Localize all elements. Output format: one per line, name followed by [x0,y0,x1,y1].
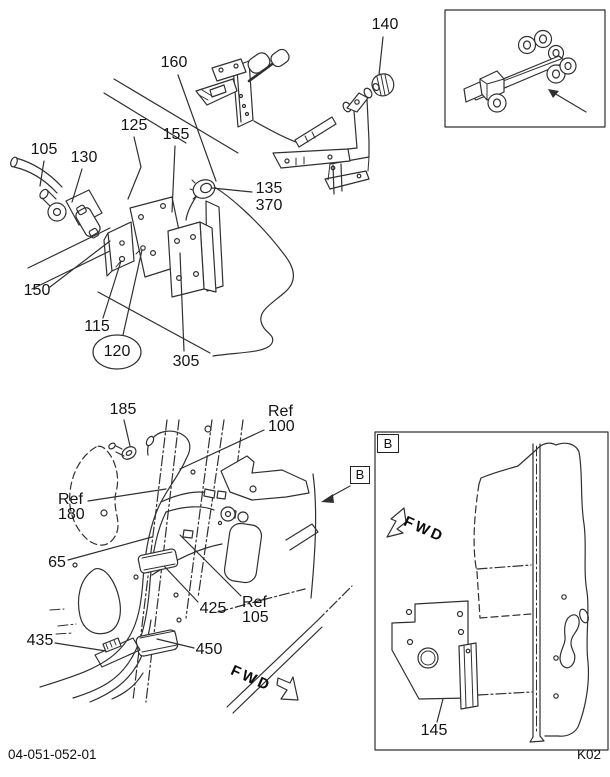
pedal-bracket-assembly [195,48,290,128]
detail-b-inset [374,431,609,751]
grommet-135 [189,179,216,200]
part-label-160: 160 [160,54,188,71]
detail-b-callout-arrow [321,485,351,503]
part-label-115: 115 [84,318,110,335]
highlight-circle-120 [92,334,142,370]
firewall-outline [185,180,294,357]
fwd-arrow-icon [276,676,299,701]
page-code: K02 [577,747,602,762]
part-label-120: 120 [103,343,131,360]
background-panel-lines [27,78,239,354]
pillar-panel [473,442,590,743]
locator-arrow-icon [548,89,587,113]
part-label-105: 105 [30,141,58,158]
front-bracket-block [167,221,217,298]
part-label-ref-105: Ref 105 [242,594,269,626]
clip-435 [94,637,141,668]
rod-and-grommet-140 [253,73,395,148]
bracket-145 [391,600,533,723]
leader-lines-bottom [54,419,265,652]
part-label-130: 130 [70,149,98,166]
leader-lines-top [39,36,384,352]
hose-harness [39,430,237,703]
detail-b-callout-marker: B [350,466,370,484]
detail-b-inset-marker: B [377,434,399,453]
drawing-number: 04-051-052-01 [8,747,97,762]
fwd-arrow-icon [386,507,407,538]
upper-rail [272,148,351,195]
ref-number: 100 [268,418,295,435]
part-label-435: 435 [26,632,54,649]
part-label-145: 145 [420,722,448,739]
part-label-450: 450 [195,641,223,658]
part-label-ref-100: Ref 100 [268,403,295,435]
ref-number: 105 [242,609,269,626]
part-label-155: 155 [162,126,190,143]
ref-word: Ref [242,594,267,611]
part-label-ref-180: Ref 180 [58,491,85,523]
panel-cutouts [49,425,223,635]
cable-switch-assembly [10,156,103,239]
ref-number: 180 [58,506,85,523]
part-label-140: 140 [371,16,399,33]
push-pin-185 [108,442,137,460]
support-bracket [324,92,370,190]
part-label-135: 135 [255,180,283,197]
top-exploded-diagram [10,36,395,370]
bottom-harness-diagram [39,419,353,714]
valve-bracket-assembly [217,455,353,714]
part-label-305: 305 [172,353,200,370]
part-label-370: 370 [255,197,283,214]
part-label-425: 425 [199,600,227,617]
hose-clamp-upper [137,548,179,574]
part-label-65: 65 [48,554,66,571]
part-label-125: 125 [120,117,148,134]
ref-word: Ref [268,403,293,420]
truck-locator-inset [444,9,606,128]
left-bracket-150 [103,221,146,277]
part-label-150: 150 [23,282,51,299]
part-label-185: 185 [109,401,137,418]
ref-word: Ref [58,491,83,508]
truck-chassis-thumbnail [463,29,577,113]
